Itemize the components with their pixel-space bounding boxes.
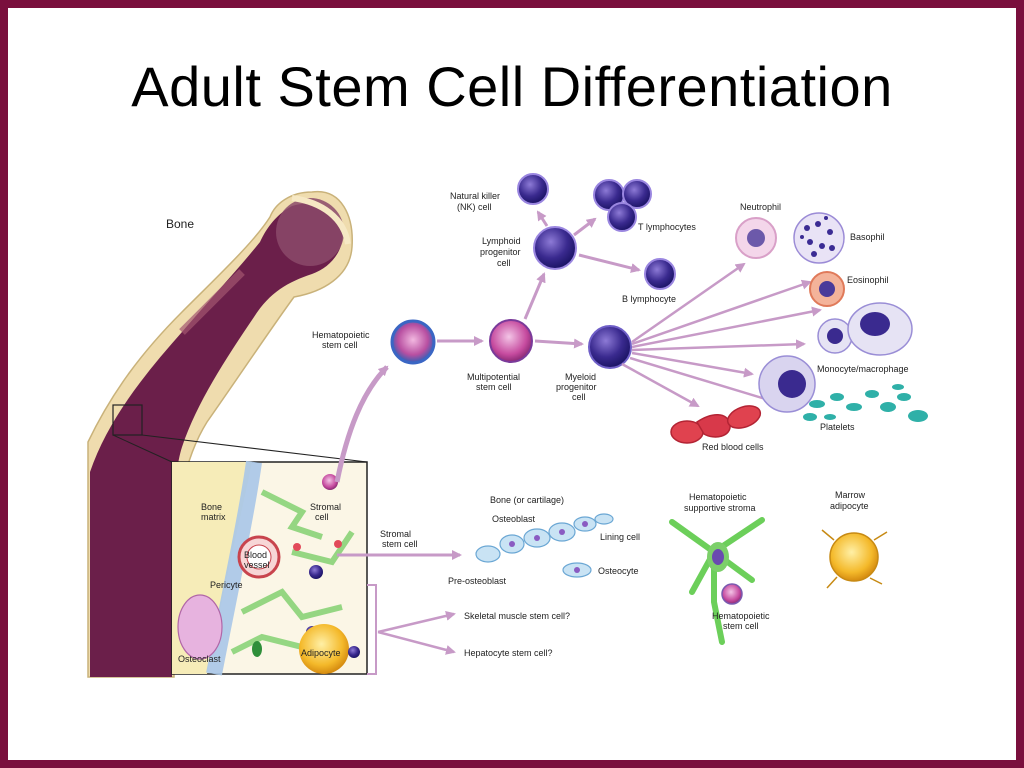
nk-label-2: (NK) cell	[457, 202, 492, 212]
hematopoietic-stem-cell	[390, 319, 436, 365]
marrow-inset	[171, 460, 368, 676]
hsc2-label-2: stem cell	[723, 621, 759, 631]
stromal-stem-cell-label-2: stem cell	[382, 539, 418, 549]
marrow-adipocyte	[821, 529, 888, 589]
arrow-multi-lymphoid	[523, 272, 546, 320]
b-lymphocyte	[644, 258, 676, 290]
osteoblast-chain	[475, 513, 614, 578]
supportive-stroma-label-2: supportive stroma	[684, 503, 756, 513]
stromal-cell-label-2: cell	[315, 512, 329, 522]
adipocyte-label: Adipocyte	[301, 648, 341, 658]
osteoclast-label: Osteoclast	[178, 654, 221, 664]
blood-vessel-label-1: Blood	[244, 550, 267, 560]
red-blood-cells-label: Red blood cells	[702, 442, 764, 452]
bone-cartilage-label: Bone (or cartilage)	[490, 495, 564, 505]
zoom-line-right	[141, 434, 368, 463]
t-lymphocytes	[593, 179, 652, 232]
monocyte-label: Monocyte/macrophage	[817, 364, 909, 374]
supportive-stroma-label-1: Hematopoietic	[689, 492, 747, 502]
megakaryocyte-platelets	[758, 355, 928, 422]
arrow-lymphoid-t	[573, 217, 597, 237]
t-lymphocytes-label: T lymphocytes	[638, 222, 696, 232]
platelets-label: Platelets	[820, 422, 855, 432]
lymphoid-label-3: cell	[497, 258, 511, 268]
bone-illustration	[87, 191, 353, 678]
hsc2-label-1: Hematopoietic	[712, 611, 770, 621]
lymphoid-label-2: progenitor	[480, 247, 521, 257]
hepatocyte-label: Hepatocyte stem cell?	[464, 648, 553, 658]
myeloid-arrows	[621, 262, 822, 408]
hsc-label-1: Hematopoietic	[312, 330, 370, 340]
skeletal-muscle-label: Skeletal muscle stem cell?	[464, 611, 570, 621]
b-lymphocyte-label: B lymphocyte	[622, 294, 676, 304]
multipotential-label-1: Multipotential	[467, 372, 520, 382]
osteocyte-label: Osteocyte	[598, 566, 639, 576]
bone-label: Bone	[166, 217, 194, 231]
blood-vessel-label-2: vessel	[244, 560, 270, 570]
red-blood-cells	[670, 405, 762, 444]
arrow-multi-myeloid	[534, 338, 584, 349]
stromal-stem-cell-label-1: Stromal	[380, 529, 411, 539]
nk-label-1: Natural killer	[450, 191, 500, 201]
pre-osteoblast-label: Pre-osteoblast	[448, 576, 507, 586]
marrow-adipocyte-label-1: Marrow	[835, 490, 866, 500]
supportive-stroma-cell	[669, 517, 765, 645]
zoom-box	[112, 404, 143, 436]
eosinophil-label: Eosinophil	[847, 275, 889, 285]
osteoblast-label: Osteoblast	[492, 514, 536, 524]
basophil-label: Basophil	[850, 232, 885, 242]
arrow-inset-to-hsc	[334, 365, 389, 483]
arrow-lymphoid-b	[578, 253, 641, 273]
lymphoid-progenitor-cell	[533, 226, 577, 270]
marrow-adipocyte-label-2: adipocyte	[830, 501, 869, 511]
lining-cell-label: Lining cell	[600, 532, 640, 542]
basophil-granules	[800, 216, 835, 257]
arrow-hepatocyte	[377, 630, 456, 655]
nk-cell	[517, 173, 549, 205]
myeloid-label-2: progenitor	[556, 382, 597, 392]
neutrophil-label: Neutrophil	[740, 202, 781, 212]
bone-matrix-label-1: Bone	[201, 502, 222, 512]
multipotential-stem-cell	[489, 319, 533, 363]
multipotential-label-2: stem cell	[476, 382, 512, 392]
myeloid-label-1: Myeloid	[565, 372, 596, 382]
bracket	[367, 584, 377, 675]
lymphoid-label-1: Lymphoid	[482, 236, 521, 246]
myeloid-progenitor-cell	[588, 325, 632, 369]
arrow-lymphoid-nk	[536, 210, 549, 227]
monocyte-macrophage	[817, 302, 913, 356]
pericyte-label: Pericyte	[210, 580, 243, 590]
arrow-skeletal	[377, 610, 456, 634]
stromal-cell-label-1: Stromal	[310, 502, 341, 512]
myeloid-label-3: cell	[572, 392, 586, 402]
slide-title: Adult Stem Cell Differentiation	[131, 55, 893, 118]
bone-matrix-label-2: matrix	[201, 512, 226, 522]
zoom-line-left	[112, 434, 173, 463]
hsc-label-2: stem cell	[322, 340, 358, 350]
